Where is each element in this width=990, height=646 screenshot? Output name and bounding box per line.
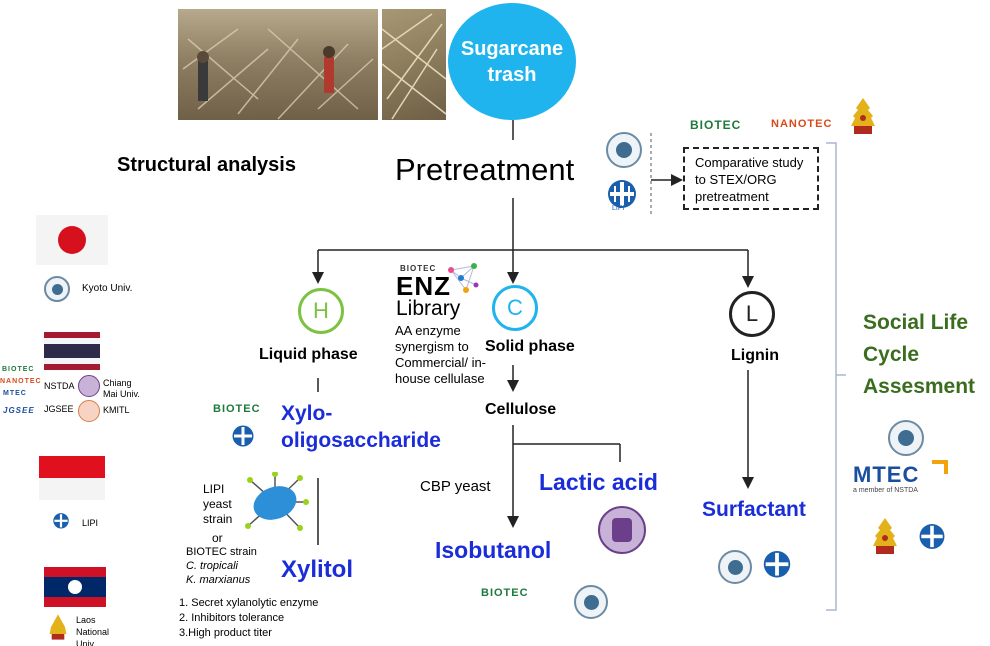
lipi-strain-text: LIPI yeast strain: [203, 482, 232, 527]
xylo-label-2: oligosaccharide: [281, 429, 441, 452]
liquid-phase-label: Liquid phase: [259, 346, 358, 363]
list-item-1: 1. Secret xylanolytic enzyme: [179, 597, 319, 609]
enz-desc-line-1: AA enzyme: [395, 323, 461, 338]
biotec-logo-top: BIOTEC: [690, 118, 742, 132]
mtec-logo: MTEC: [853, 462, 920, 487]
field-photo: [178, 9, 378, 120]
c-tropicali-label: C. tropicali: [186, 560, 238, 572]
chiang-mai-line-1: Chiang: [103, 378, 132, 388]
laos-line-2: National: [76, 627, 110, 637]
laos-line-1: Laos: [76, 615, 96, 625]
thailand-flag-icon: [44, 332, 100, 370]
kyoto-seal-left-icon: [44, 276, 70, 302]
comparative-line-2: to STEX/ORG: [695, 172, 777, 187]
lipi-logo-right-icon: [919, 524, 945, 549]
library-label: Library: [396, 297, 461, 320]
chiang-mai-line-2: Mai Univ.: [103, 389, 140, 399]
royal-crest-icon: [851, 98, 875, 134]
comparative-study-box: Comparative study to STEX/ORG pretreatme…: [683, 147, 819, 210]
chiang-mai-label: Chiang Mai Univ.: [103, 378, 140, 400]
circle-line-2: trash: [487, 63, 537, 86]
lipi-logo-xylo-icon: [232, 425, 254, 447]
xylo-label-1: Xylo-: [281, 402, 333, 425]
social-line-3: Assesment: [863, 375, 976, 398]
list-item-3: 3.High product titer: [179, 627, 272, 639]
japan-flag-icon: [36, 215, 108, 265]
enz-description: AA enzyme synergism to Commercial/ in- h…: [395, 323, 486, 387]
nstda-label: NSTDA: [44, 381, 75, 391]
biotec-logo-xylo: BIOTEC: [213, 403, 261, 415]
jgsee-logo: JGSEE: [3, 406, 35, 415]
h-circle-icon: H: [298, 288, 344, 334]
list-item-2: 2. Inhibitors tolerance: [179, 612, 285, 624]
lignin-label: Lignin: [731, 347, 779, 364]
nanotec-logo-left: NANOTEC: [0, 378, 42, 385]
kyoto-seal-lignin-icon: [718, 550, 752, 584]
mtec-accent-icon: [932, 460, 948, 474]
enz-biotec-label: BIOTEC: [400, 264, 437, 273]
sugarcane-trash-circle: Sugarcane trash: [448, 3, 576, 120]
k-marxianus-label: K. marxianus: [186, 574, 251, 586]
kmitl-seal-icon: [78, 400, 100, 422]
lipi-logo-caption: LIPI: [612, 205, 625, 212]
surfactant-label: Surfactant: [702, 498, 806, 521]
kyoto-univ-seal-icon: [606, 132, 642, 168]
enz-desc-line-2: synergism to: [395, 339, 469, 354]
social-line-2: Cycle: [863, 343, 920, 366]
lactic-acid-label: Lactic acid: [539, 469, 658, 495]
numbered-list: 1. Secret xylanolytic enzyme 2. Inhibito…: [179, 596, 318, 641]
lipi-left-label: LIPI: [82, 518, 99, 528]
laos-univ-crest-icon: [49, 614, 67, 640]
isobutanol-label: Isobutanol: [435, 537, 552, 563]
trash-photo: [382, 9, 446, 120]
laos-univ-label: Laos National Univ.: [76, 614, 109, 646]
nanotec-logo-top: NANOTEC: [771, 118, 833, 130]
circle-line-1: Sugarcane: [460, 37, 564, 60]
social-lca-label: Social Life Cycle Assesment: [863, 307, 975, 403]
l-circle-icon: L: [729, 291, 775, 337]
solid-phase-label: Solid phase: [485, 338, 575, 355]
biotec-strain-label: BIOTEC strain: [186, 546, 257, 558]
cbp-yeast-label: CBP yeast: [420, 478, 491, 495]
lipi-logo-lignin-icon: [763, 551, 791, 578]
chiang-mai-seal-icon: [598, 506, 646, 554]
lipi-label: LIPI: [203, 482, 225, 496]
jgsee-label: JGSEE: [44, 404, 74, 414]
royal-crest-right-icon: [873, 518, 897, 554]
strain-label: strain: [203, 512, 233, 526]
biotec-logo-left: BIOTEC: [2, 366, 35, 373]
kmitl-label: KMITL: [103, 405, 130, 415]
indonesia-flag-icon: [39, 456, 105, 500]
structural-analysis-label: Structural analysis: [117, 154, 296, 176]
laos-line-3: Univ.: [76, 639, 96, 646]
cellulose-label: Cellulose: [485, 401, 557, 418]
network-icon: [448, 263, 479, 293]
enz-desc-line-3: Commercial/ in-: [395, 355, 487, 370]
yeast-cell-icon: [245, 472, 309, 531]
lipi-logo-icon: [608, 180, 636, 208]
xylitol-label: Xylitol: [281, 556, 354, 583]
mtec-logo-left: MTEC: [3, 390, 27, 397]
enz-label: ENZ: [396, 271, 451, 301]
social-line-1: Social Life: [863, 311, 969, 334]
kyoto-univ-label: Kyoto Univ.: [82, 283, 133, 294]
pretreatment-label: Pretreatment: [395, 152, 575, 187]
chiang-mai-seal-left-icon: [78, 375, 100, 397]
yeast-label: yeast: [203, 497, 232, 511]
kyoto-seal-isobutanol-icon: [574, 585, 608, 619]
comparative-line-3: pretreatment: [695, 189, 769, 204]
c-circle-icon: C: [492, 285, 538, 331]
laos-flag-icon: [44, 567, 106, 607]
mtec-sub-label: a member of NSTDA: [853, 487, 918, 494]
biotec-strain-text: BIOTEC strain C. tropicali K. marxianus: [186, 545, 257, 587]
biotec-logo-isobutanol: BIOTEC: [481, 587, 529, 599]
kyoto-seal-right-icon: [888, 420, 924, 456]
enz-desc-line-4: house cellulase: [395, 371, 485, 386]
comparative-line-1: Comparative study: [695, 155, 804, 170]
or-label: or: [212, 531, 223, 545]
lipi-logo-left-icon: [53, 513, 69, 529]
